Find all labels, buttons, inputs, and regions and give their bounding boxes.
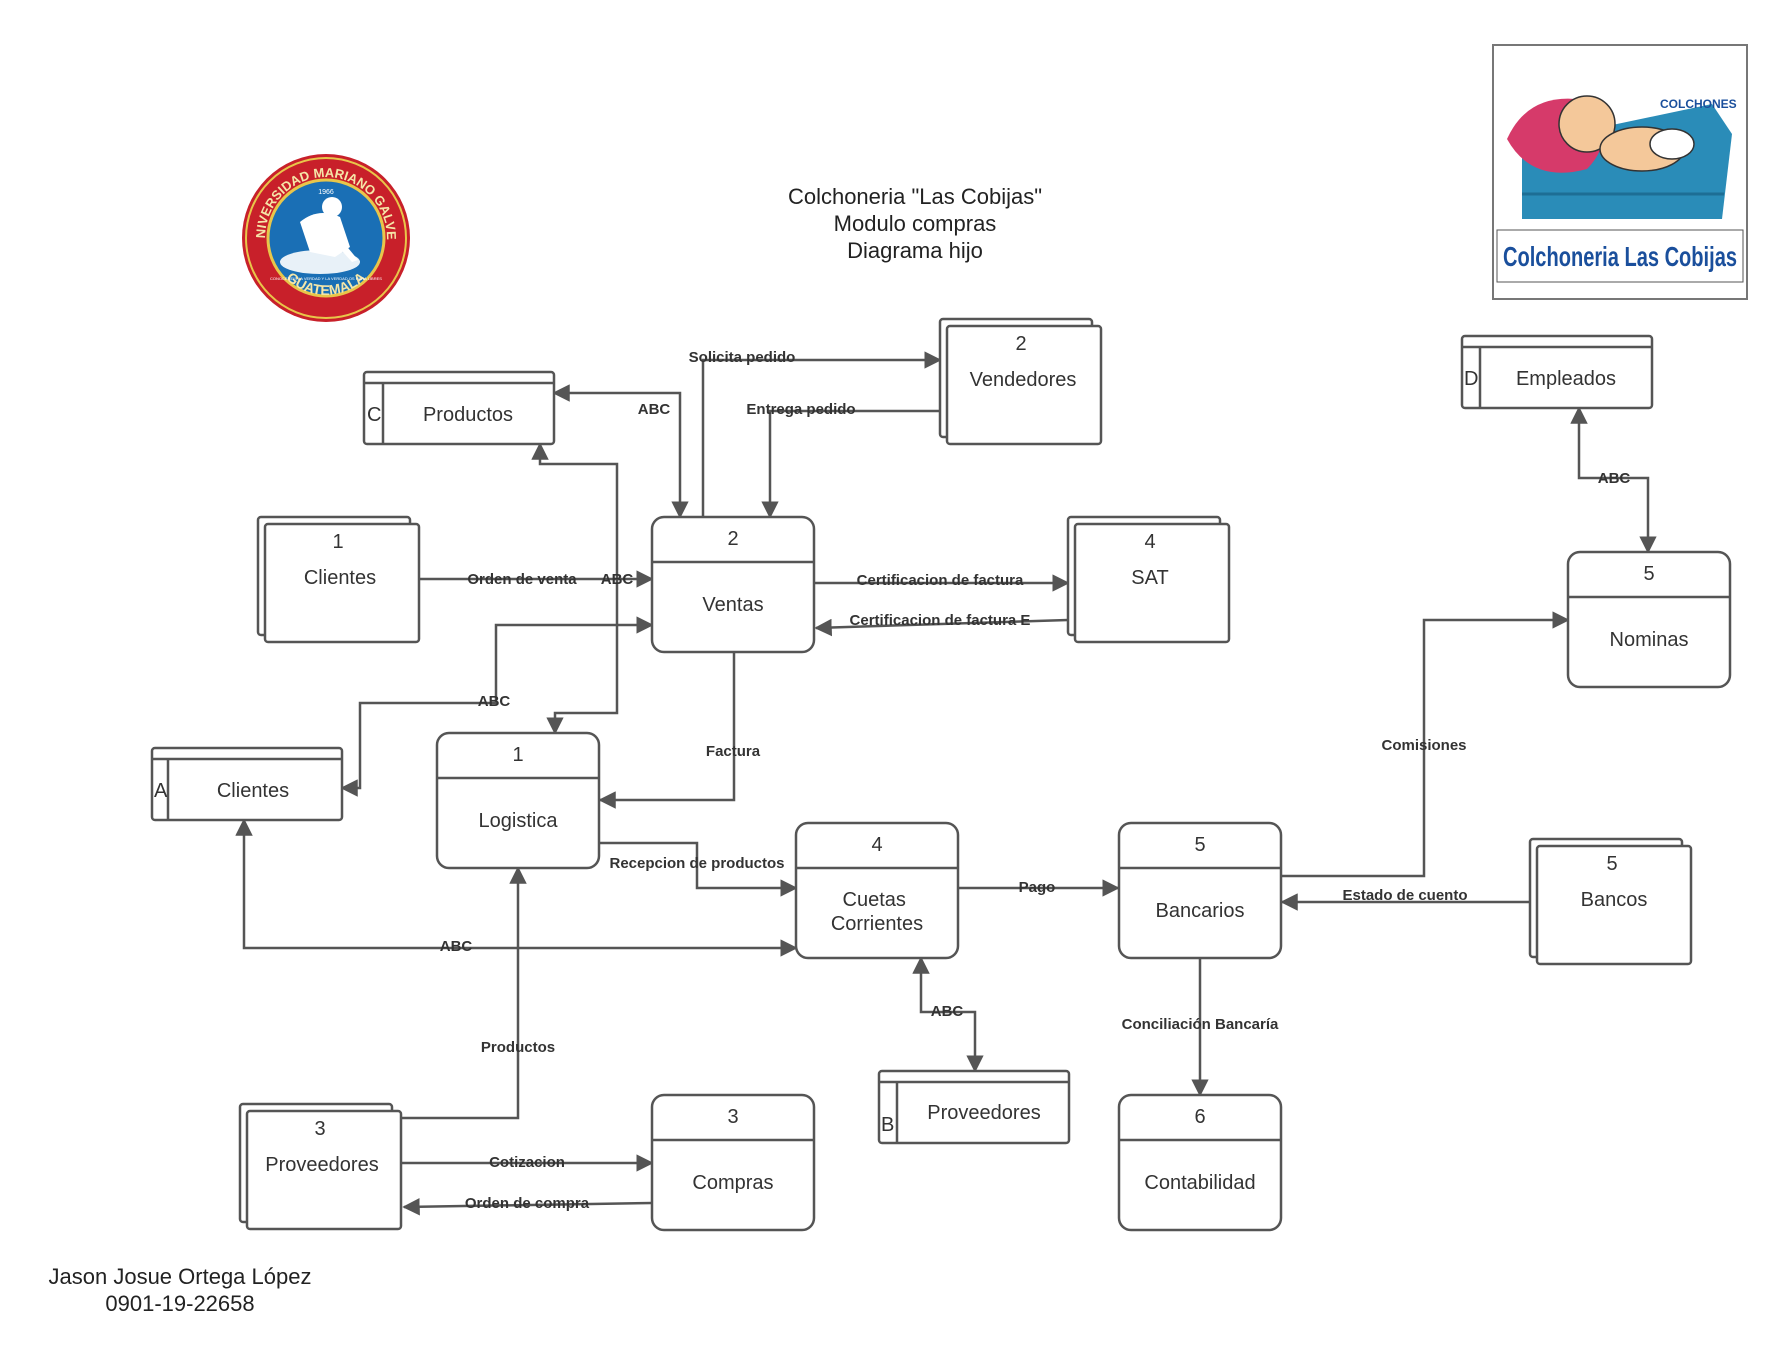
store-proveedores[interactable]: B Proveedores [877, 1069, 1071, 1145]
label-comisiones: Comisiones [1381, 737, 1466, 754]
store-empleados[interactable]: D Empleados [1460, 334, 1654, 410]
process-name: Cuetas Corrientes [831, 889, 923, 935]
author-id: 0901-19-22658 [105, 1291, 255, 1316]
university-year: 1966 [318, 189, 334, 196]
flow-cert-factura-e-line [814, 618, 1069, 637]
entity-name: Clientes [304, 567, 376, 589]
flow-comisiones-line [1282, 611, 1570, 878]
entity-clientes[interactable]: 1 Clientes [256, 515, 421, 644]
store-name: Productos [423, 404, 513, 426]
entity-number: 2 [1015, 333, 1026, 355]
process-number: 3 [727, 1106, 738, 1128]
label-abc-empleados: ABC [1598, 470, 1631, 487]
process-number: 5 [1643, 563, 1654, 585]
entity-proveedores[interactable]: 3 Proveedores [238, 1102, 403, 1231]
flow-abc-proveedores-line [912, 956, 984, 1073]
store-name: Empleados [1516, 368, 1616, 390]
university-logo: UNIVERSIDAD MARIANO GALVEZ GUATEMALA 196… [240, 152, 410, 322]
label-entrega-pedido: Entrega pedido [746, 401, 855, 418]
label-abc-clientes: ABC [478, 693, 511, 710]
company-logo: COLCHONES Colchoneria Las Cobijas [1492, 44, 1748, 300]
label-cotizacion: Cotizacion [489, 1154, 565, 1171]
flow-entrega-pedido-line [761, 409, 940, 519]
flow-labels: Solicita pedido Entrega pedido ABC Orden… [440, 349, 1631, 1212]
store-letter: D [1464, 368, 1478, 390]
label-abc-productos: ABC [638, 401, 671, 418]
store-name: Proveedores [927, 1102, 1040, 1124]
cuentas-line-1: Cuetas [843, 889, 906, 911]
label-estado-cuento: Estado de cuento [1342, 887, 1467, 904]
title-line-3: Diagrama hijo [847, 238, 983, 263]
process-number: 1 [512, 744, 523, 766]
label-abc-cuentas: ABC [440, 938, 473, 955]
company-small-text: COLCHONES [1660, 97, 1737, 111]
flow-abc-empleados-line [1570, 406, 1657, 554]
store-productos[interactable]: C Productos [362, 370, 556, 446]
entity-name: Bancos [1581, 889, 1648, 911]
process-number: 2 [727, 528, 738, 550]
store-letter: C [367, 404, 381, 426]
diagram-title: Colchoneria "Las Cobijas" Modulo compras… [700, 183, 1130, 264]
process-logistica[interactable]: 1 Logistica [435, 731, 601, 870]
store-letter: A [154, 780, 168, 802]
process-name: Nominas [1610, 629, 1689, 651]
label-cert-factura: Certificacion de factura [857, 572, 1024, 589]
flow-factura-line [598, 652, 736, 809]
flow-solicita-pedido-line [701, 351, 942, 517]
label-orden-compra: Orden de compra [465, 1195, 590, 1212]
entity-sat[interactable]: 4 SAT [1066, 515, 1231, 644]
label-pago: Pago [1019, 879, 1056, 896]
label-orden-venta: Orden de venta [467, 571, 577, 588]
title-line-2: Modulo compras [833, 211, 997, 236]
entity-number: 3 [314, 1118, 325, 1140]
process-name: Bancarios [1156, 900, 1245, 922]
process-cuentas-corrientes[interactable]: 4 Cuetas Corrientes [794, 821, 960, 960]
store-name: Clientes [217, 780, 289, 802]
process-nominas[interactable]: 5 Nominas [1566, 550, 1732, 689]
label-abc-proveedores: ABC [931, 1003, 964, 1020]
company-banner-text: Colchoneria Las Cobijas [1503, 241, 1737, 272]
entity-vendedores[interactable]: 2 Vendedores [938, 317, 1103, 446]
store-clientes[interactable]: A Clientes [150, 746, 344, 822]
process-number: 5 [1194, 834, 1205, 856]
author-name: Jason Josue Ortega López [48, 1264, 312, 1289]
process-number: 6 [1194, 1106, 1205, 1128]
label-factura: Factura [706, 743, 761, 760]
flow-abc-productos-line [552, 384, 689, 519]
process-name: Contabilidad [1144, 1172, 1255, 1194]
university-motto: CONOCEREIS LA VERDAD Y LA VERDAD OS HARA… [270, 276, 382, 281]
flow-abc-cuentas-line [235, 818, 798, 957]
label-recepcion: Recepcion de productos [609, 855, 784, 872]
entity-name: Vendedores [970, 369, 1077, 391]
entity-bancos[interactable]: 5 Bancos [1528, 837, 1693, 966]
entity-number: 4 [1144, 531, 1155, 553]
process-compras[interactable]: 3 Compras [650, 1093, 816, 1232]
author-info: Jason Josue Ortega López 0901-19-22658 [30, 1263, 330, 1317]
store-letter: B [881, 1114, 894, 1136]
entity-number: 5 [1606, 853, 1617, 875]
entity-name: SAT [1131, 567, 1168, 589]
process-contabilidad[interactable]: 6 Contabilidad [1117, 1093, 1283, 1232]
process-name: Logistica [479, 810, 559, 832]
label-productos-flow: Productos [481, 1039, 555, 1056]
title-line-1: Colchoneria "Las Cobijas" [787, 184, 1043, 209]
process-name: Ventas [702, 594, 763, 616]
flow-orden-compra-line [402, 1197, 653, 1216]
entity-number: 1 [332, 531, 343, 553]
process-name: Compras [692, 1172, 773, 1194]
label-conciliacion: Conciliación Bancaría [1122, 1016, 1279, 1033]
label-cert-factura-e: Certificacion de factura E [850, 612, 1031, 629]
label-abc-orden: ABC [601, 571, 634, 588]
label-solicita-pedido: Solicita pedido [689, 349, 796, 366]
cuentas-line-2: Corrientes [831, 913, 923, 935]
entity-name: Proveedores [265, 1154, 378, 1176]
flow-abc-clientes-line [340, 616, 654, 797]
process-ventas[interactable]: 2 Ventas [650, 515, 816, 654]
process-bancarios[interactable]: 5 Bancarios [1117, 821, 1283, 960]
flow-lines [235, 351, 1657, 1216]
flow-productos-logistica-line [531, 442, 619, 735]
process-number: 4 [871, 834, 882, 856]
flow-productos-line [402, 866, 527, 1120]
